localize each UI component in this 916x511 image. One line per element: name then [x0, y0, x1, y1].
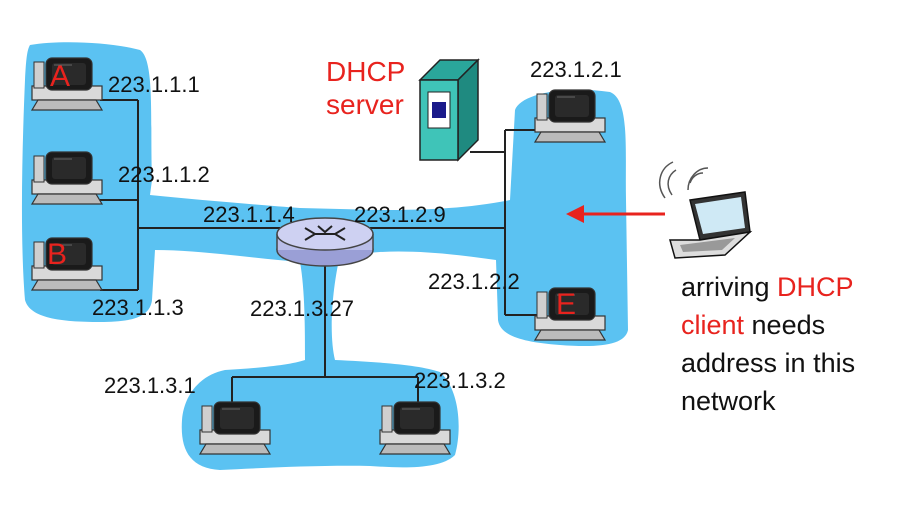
ip-label-host2: 223.1.1.2	[118, 162, 210, 187]
dhcp-server-label-line1: DHCP	[326, 56, 406, 87]
ip-label-top-right: 223.1.2.1	[530, 57, 622, 82]
caption-word-client: client	[681, 310, 745, 340]
caption-line2: address in this	[681, 348, 856, 378]
host-label-e: E	[556, 288, 577, 321]
ip-label-bottom-left: 223.1.3.1	[104, 373, 196, 398]
ip-label-e: 223.1.2.2	[428, 269, 520, 294]
caption-line1: arriving DHCP	[681, 268, 855, 306]
router-icon	[276, 217, 374, 267]
dhcp-server-icon	[418, 58, 480, 162]
arrow-left-icon	[566, 205, 665, 223]
caption-word-dhcp: DHCP	[777, 272, 854, 302]
ip-label-bottom-right: 223.1.3.2	[414, 368, 506, 393]
ip-label-router-if1: 223.1.1.4	[203, 202, 295, 227]
dhcp-server-label-line2: server	[326, 89, 404, 120]
ethernet-cables	[100, 99, 540, 410]
caption-word-needs: needs	[744, 310, 826, 340]
desktop-computer-icon-top-right	[534, 89, 606, 143]
desktop-computer-icon-bottom-left	[199, 401, 271, 455]
arriving-client-caption: arriving DHCP client needs address in th…	[681, 268, 855, 420]
ip-label-router-if2: 223.1.2.9	[354, 202, 446, 227]
host-label-a: A	[50, 60, 71, 93]
caption-line1b: client needs	[681, 306, 855, 344]
caption-line3: network	[681, 386, 776, 416]
desktop-computer-icon-2	[31, 151, 103, 205]
caption-word-arriving: arriving	[681, 272, 778, 302]
host-label-b: B	[47, 238, 68, 271]
ip-label-router-if3: 223.1.3.27	[250, 296, 354, 321]
ip-label-b: 223.1.1.3	[92, 295, 184, 320]
dhcp-server-label: DHCP server	[326, 55, 405, 121]
wireless-laptop-icon	[658, 161, 753, 259]
ip-label-a: 223.1.1.1	[108, 72, 200, 97]
desktop-computer-icon-bottom-right	[379, 401, 451, 455]
